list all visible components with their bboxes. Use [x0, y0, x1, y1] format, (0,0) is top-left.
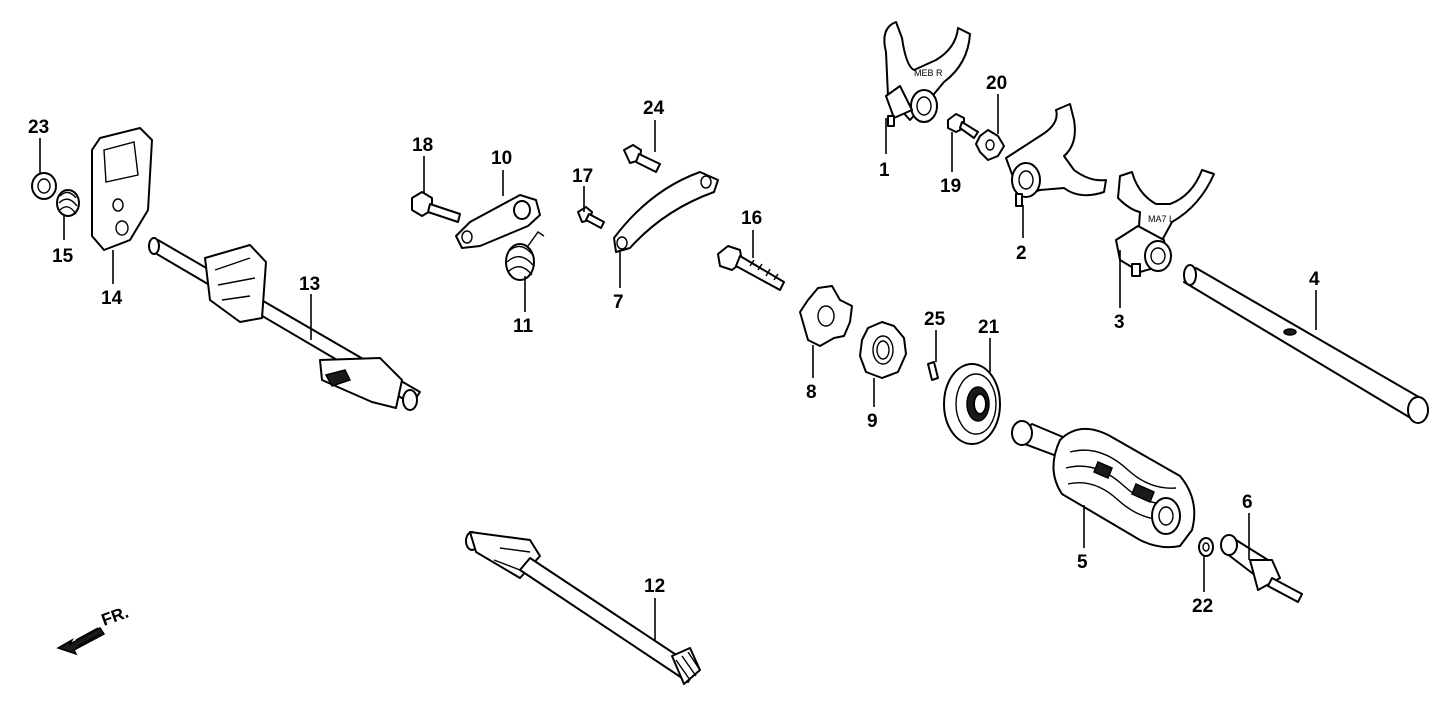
part-4-fork-shaft	[1183, 264, 1429, 424]
callout-20: 20	[986, 73, 1007, 94]
part-3-shift-fork: MA7 L	[1115, 169, 1215, 277]
part-5-shift-drum	[1011, 420, 1196, 549]
callout-19: 19	[940, 176, 961, 197]
callout-4: 4	[1309, 269, 1320, 290]
callout-14: 14	[101, 288, 123, 309]
part-1-shift-fork: MEB R	[883, 21, 971, 127]
part-16-bolt	[717, 245, 785, 291]
callout-23: 23	[28, 117, 49, 138]
callout-8: 8	[806, 382, 817, 403]
callout-7: 7	[613, 292, 624, 313]
part-23-circlip	[31, 172, 57, 200]
part-2-shift-fork	[1005, 103, 1107, 207]
callout-13: 13	[299, 274, 320, 295]
callout-17: 17	[572, 166, 593, 187]
callout-1: 1	[879, 160, 890, 181]
callout-9: 9	[867, 411, 878, 432]
part-12-shaft	[465, 531, 701, 685]
part-22-washer	[1198, 537, 1214, 557]
part-18-bolt	[411, 191, 461, 223]
callout-22: 22	[1192, 596, 1213, 617]
callout-2: 2	[1016, 243, 1027, 264]
callout-18: 18	[412, 135, 433, 156]
part-11-spring	[505, 231, 545, 281]
fork-1-stamp: MEB R	[914, 68, 943, 78]
part-19-bolt	[947, 113, 979, 139]
part-14-plate	[91, 127, 153, 251]
callout-numbers: 1 2 3 4 5 6 7 8 9 10 11 12 13 14 15 16 1…	[28, 73, 1320, 617]
part-20-washer	[975, 129, 1005, 161]
part-21-bearing	[943, 363, 1001, 445]
callout-10: 10	[491, 148, 512, 169]
part-15-spring	[56, 189, 80, 217]
callout-15: 15	[52, 246, 74, 267]
fork-3-stamp: MA7 L	[1148, 214, 1174, 224]
part-9-plate	[859, 321, 907, 379]
part-17-screw	[577, 206, 605, 229]
part-8-cam	[799, 285, 853, 347]
callout-12: 12	[644, 576, 665, 597]
callout-5: 5	[1077, 552, 1088, 573]
callout-25: 25	[924, 309, 946, 330]
part-10-stopper-arm	[455, 194, 541, 249]
callout-16: 16	[741, 208, 762, 229]
leader-lines	[39, 94, 1317, 640]
callout-3: 3	[1114, 312, 1125, 333]
callout-11: 11	[513, 316, 534, 337]
callout-24: 24	[643, 98, 665, 119]
callout-21: 21	[978, 317, 1000, 338]
part-13-gearshift-spindle	[148, 237, 421, 411]
part-7-plate	[613, 171, 719, 253]
part-25-pin	[927, 361, 939, 381]
part-6-pin	[1220, 534, 1303, 603]
front-label: FR.	[99, 603, 131, 630]
part-24-screw	[623, 144, 661, 173]
front-direction-arrow: FR.	[56, 603, 131, 656]
callout-6: 6	[1242, 492, 1253, 513]
